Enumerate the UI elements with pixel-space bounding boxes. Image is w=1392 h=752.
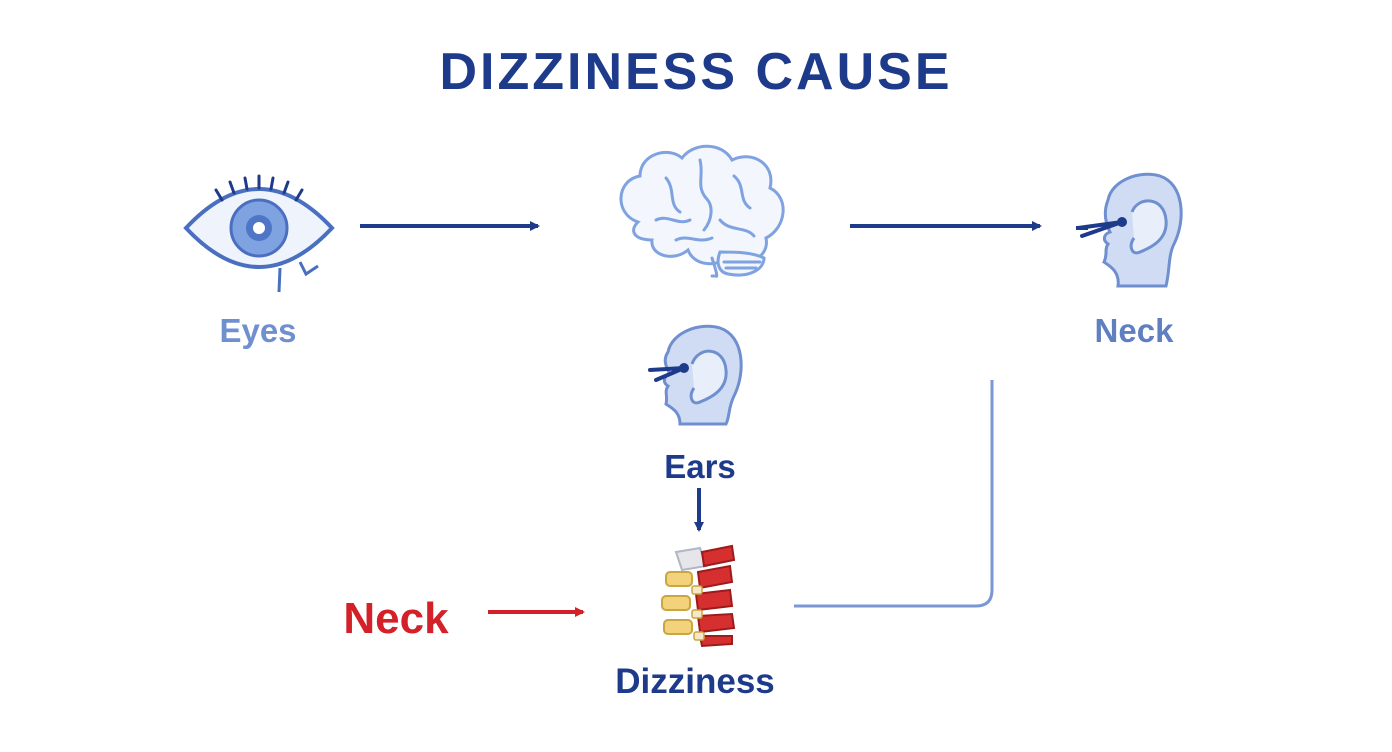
ears-label: Ears xyxy=(664,448,736,485)
ear-profile-icon xyxy=(648,324,743,426)
eye-icon xyxy=(183,174,335,293)
dizziness-label: Dizziness xyxy=(615,662,775,701)
neck-label: Neck xyxy=(1094,312,1174,349)
brain-icon xyxy=(619,144,785,278)
head-ear-profile-icon xyxy=(1076,172,1183,288)
diagram-title: DIZZINESS CAUSE xyxy=(439,43,953,101)
spine-icon xyxy=(661,544,736,648)
eyes-label: Eyes xyxy=(219,312,297,349)
connector-dizziness-to-neck xyxy=(794,380,994,608)
neck-cause-label: Neck xyxy=(343,594,449,643)
